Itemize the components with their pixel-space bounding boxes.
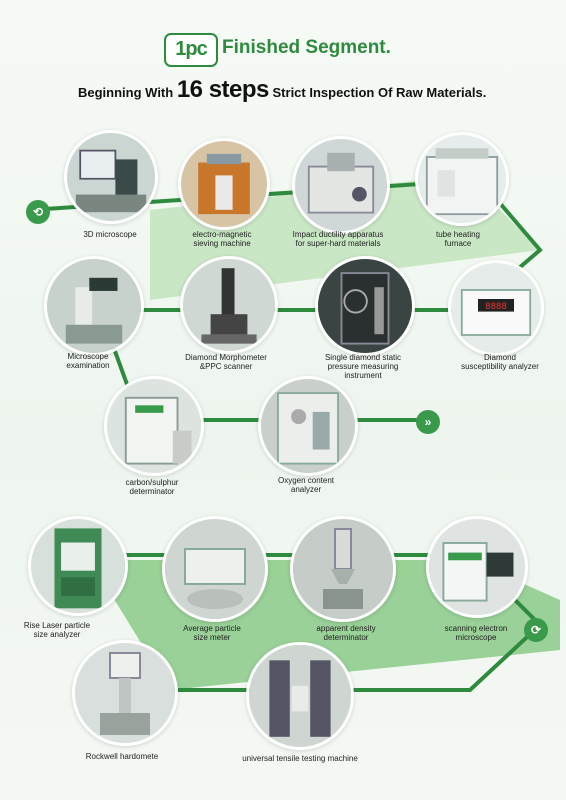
step-photo-apparent-density — [290, 516, 396, 622]
step-photo-microscope-examination — [44, 256, 144, 356]
step-photo-static-pressure — [315, 256, 415, 356]
next-arrow-icon: » — [416, 410, 440, 434]
page-title: Finished Segment. — [222, 37, 391, 58]
step-photo-average-particle — [162, 516, 268, 622]
brand-badge: 1pc — [164, 33, 218, 67]
step-label: Rockwell hardomete — [85, 752, 159, 761]
step-photo-oxygen-analyzer — [258, 376, 358, 476]
step-photo-3d-microscope — [64, 130, 158, 224]
step-photo-tensile — [246, 642, 354, 750]
step-label: Diamond Morphometer&PPC scanner — [185, 353, 267, 371]
svg-text:8888: 8888 — [485, 302, 507, 312]
step-photo-tube-furnace — [415, 132, 509, 226]
subtitle-pre: Beginning With — [78, 85, 174, 100]
step-photo-sem — [426, 516, 528, 618]
step-photo-rockwell — [72, 640, 178, 746]
step-photo-susceptibility: 8888 — [448, 260, 544, 356]
step-photo-morphometer — [180, 256, 278, 354]
step-label: universal tensile testing machine — [242, 754, 358, 763]
subtitle-post: Strict Inspection Of Raw Materials. — [272, 85, 487, 100]
step-photo-sieving-machine — [178, 138, 270, 230]
step-photo-impact-apparatus — [292, 136, 390, 234]
step-photo-carbon-sulphur — [104, 376, 204, 476]
end-icon: ⟳ — [524, 618, 548, 642]
subtitle-highlight: 16 steps — [176, 76, 270, 103]
step-photo-laser-particle — [28, 516, 128, 616]
start-icon: ⟲ — [26, 200, 50, 224]
step-label: 3D microscope — [83, 230, 137, 239]
page-subtitle: Beginning With 16 steps Strict Inspectio… — [78, 76, 518, 104]
